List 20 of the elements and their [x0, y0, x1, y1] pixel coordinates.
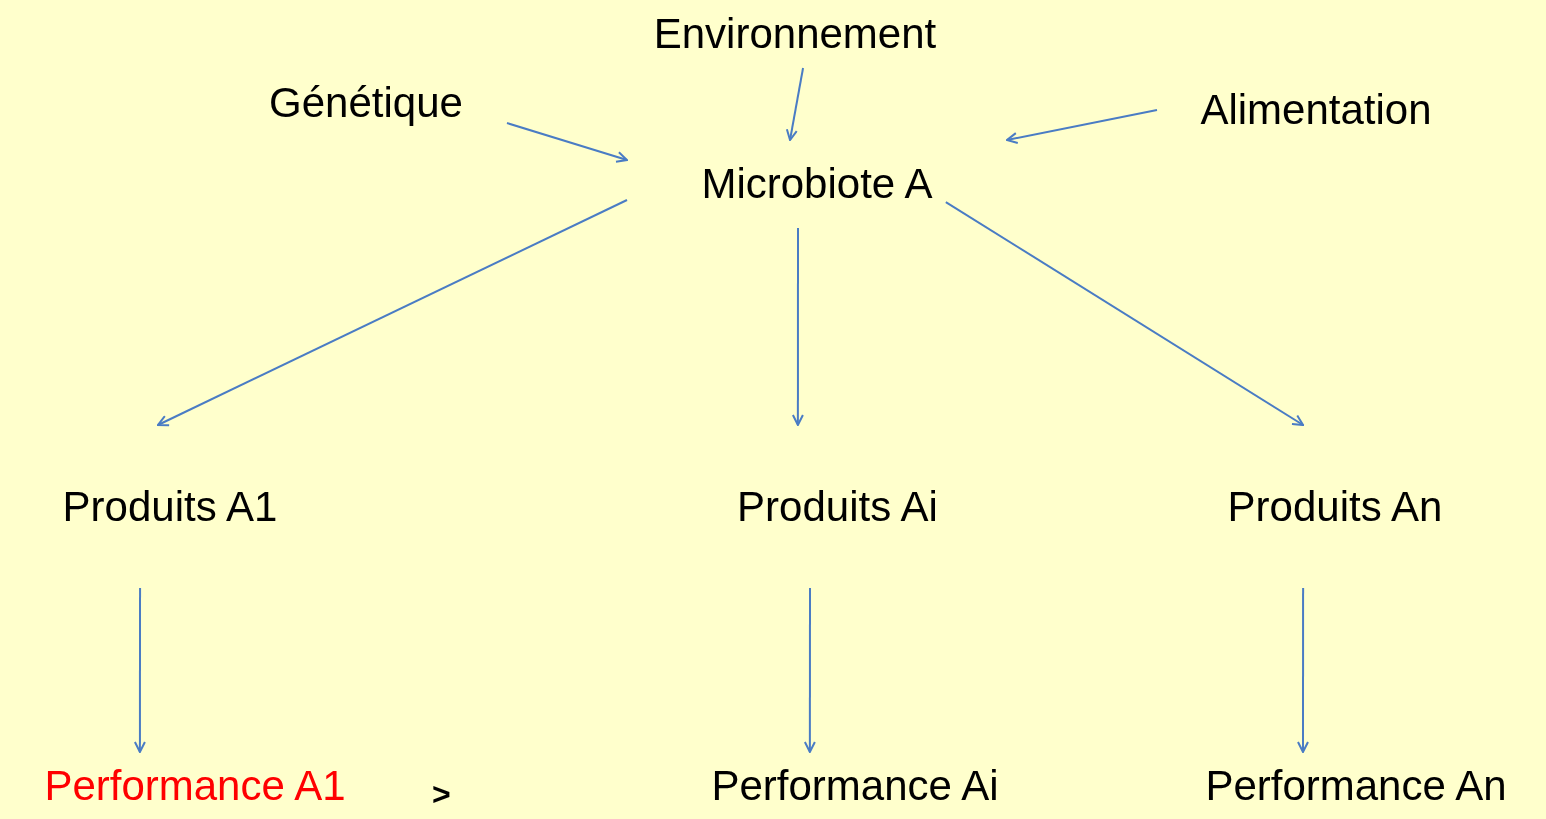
arrow	[791, 227, 804, 426]
arrow	[133, 587, 146, 753]
note-text: >	[432, 778, 451, 810]
node-label: Produits An	[1227, 485, 1443, 528]
node-label: Produits Ai	[737, 485, 938, 528]
node-label: Performance Ai	[711, 764, 999, 807]
arrow	[1297, 587, 1309, 753]
node-label: Environnement	[653, 13, 937, 55]
arrow	[944, 201, 1305, 426]
arrow	[1006, 109, 1158, 144]
arrow	[785, 67, 805, 141]
node-label: Performance A1	[44, 764, 346, 807]
node-label: Produits A1	[62, 485, 278, 528]
node-label: Alimentation	[1200, 89, 1432, 131]
arrow	[506, 122, 628, 163]
arrow	[156, 199, 628, 427]
arrow	[803, 587, 816, 753]
node-label: Performance An	[1205, 764, 1507, 807]
node-label: Microbiote A	[701, 163, 933, 205]
node-label: Génétique	[269, 82, 463, 124]
